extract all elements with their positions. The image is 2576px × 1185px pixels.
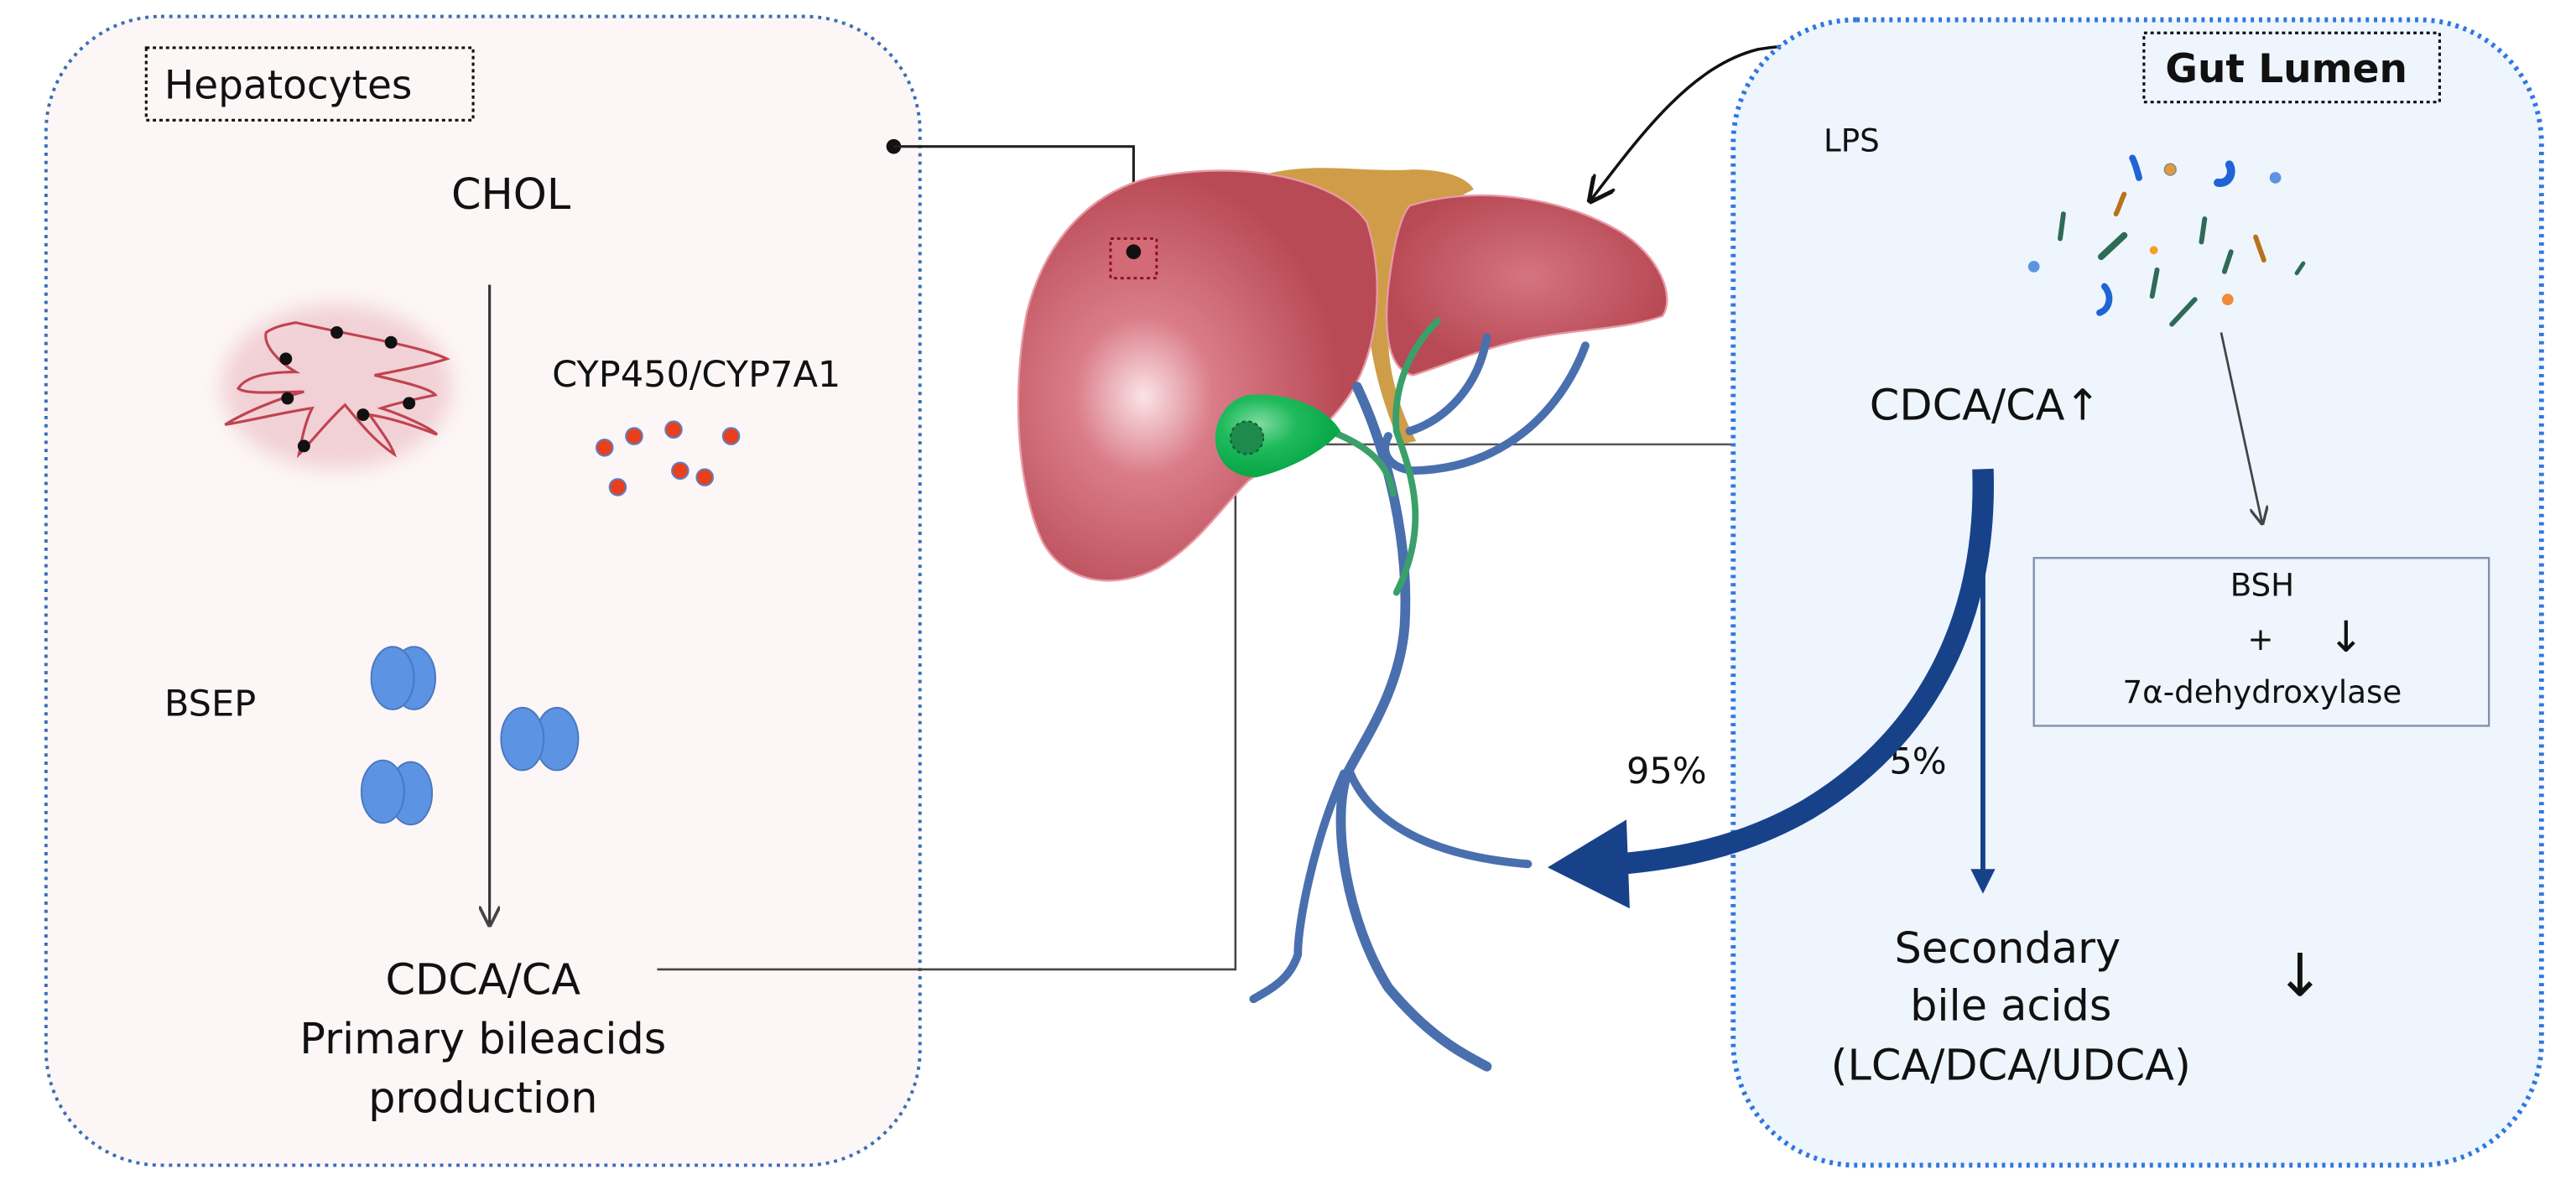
secondary-bile-acids-line2: bile acids xyxy=(1910,982,2111,1032)
bsh-enzyme-box: BSH + ↓ 7α-dehydroxylase xyxy=(2032,557,2490,727)
primary-bile-acids-line2: Primary bileacids xyxy=(299,1015,666,1064)
gut-bile-acids-label: CDCA/CA↑ xyxy=(1870,381,2100,430)
gut-lumen-panel: Gut Lumen LPS CDCA/CA↑ xyxy=(1730,17,2544,1168)
bile-secretion-connector xyxy=(657,447,1237,971)
chol-label: CHOL xyxy=(451,170,571,220)
gut-lumen-panel-frame xyxy=(1730,17,2544,1168)
liver-illustration xyxy=(1017,168,1668,1072)
portal-vessels xyxy=(1249,333,1590,1072)
gut-lumen-title: Gut Lumen xyxy=(2165,46,2407,92)
hepatocytes-title-box xyxy=(144,46,475,122)
cyp-enzyme-label: CYP450/CYP7A1 xyxy=(552,354,840,396)
bsep-label: BSEP xyxy=(164,683,256,725)
gut-lumen-title-box xyxy=(2142,31,2442,104)
gallbladder xyxy=(1215,394,1341,478)
microbiota-to-enzyme-arrow xyxy=(2220,332,2262,523)
primary-bile-acids-line3: production xyxy=(368,1074,597,1124)
endoplasmic-reticulum-icon xyxy=(221,304,452,470)
hepatocytes-panel-frame xyxy=(44,14,922,1167)
bile-duct xyxy=(1392,317,1441,596)
plus-sign: + xyxy=(2247,621,2273,657)
hepatocytes-title: Hepatocytes xyxy=(164,63,413,109)
gut-microbiota-icon xyxy=(2027,154,2306,327)
bsh-label: BSH xyxy=(2230,566,2294,603)
reabsorption-arrow xyxy=(1547,468,1994,909)
liver-left-lobe xyxy=(1386,194,1668,377)
secondary-bile-acids-line3: (LCA/DCA/UDCA) xyxy=(1831,1041,2191,1090)
liver-right-lobe xyxy=(1017,169,1378,582)
reabsorbed-percent: 95% xyxy=(1626,751,1707,793)
dehydroxylase-label: 7α-dehydroxylase xyxy=(2123,673,2402,710)
bsep-transporter-icon xyxy=(360,646,580,826)
cyp-enzyme-dots-icon xyxy=(595,420,741,496)
gallbladder-sample-point xyxy=(1229,420,1265,455)
hepatocytes-panel: Hepatocytes CHOL CYP450/CYP7A1 BSEP xyxy=(44,14,922,1167)
secondary-bile-acids-line1: Secondary xyxy=(1895,924,2121,974)
primary-bile-acids-line1: CDCA/CA xyxy=(385,955,580,1005)
enzyme-decrease-arrow: ↓ xyxy=(2328,613,2364,663)
secondary-decrease-arrow: ↓ xyxy=(2275,940,2324,1010)
lps-label: LPS xyxy=(1824,122,1880,159)
